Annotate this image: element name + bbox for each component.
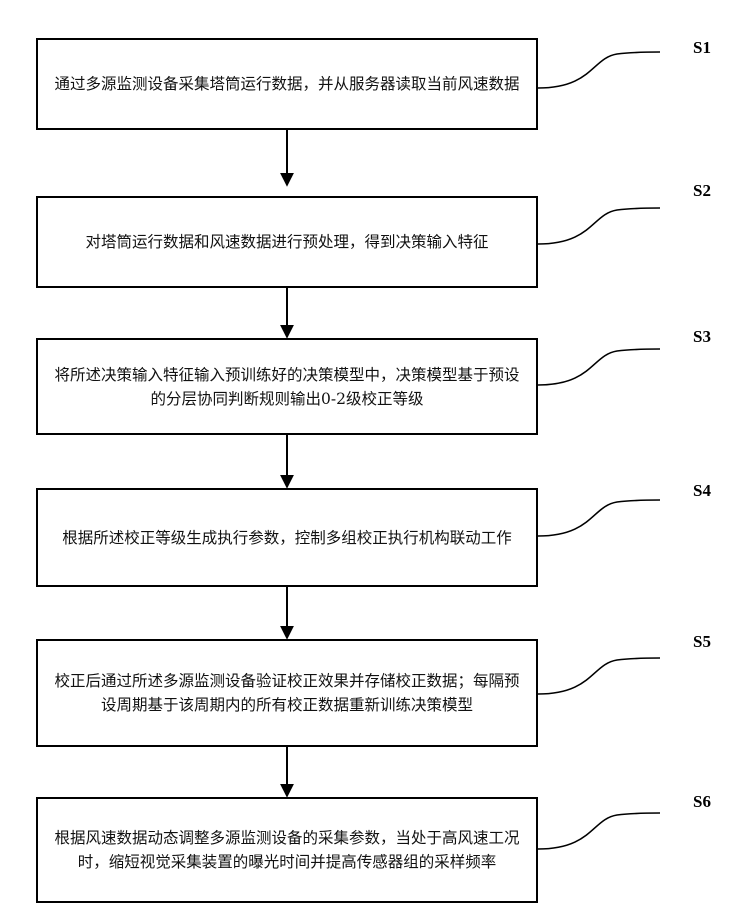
step-text-s1: 通过多源监测设备采集塔筒运行数据，并从服务器读取当前风速数据 xyxy=(54,72,519,96)
leader-line-s2 xyxy=(538,208,660,244)
step-box-s3: 将所述决策输入特征输入预训练好的决策模型中，决策模型基于预设的分层协同判断规则输… xyxy=(36,338,538,435)
step-text-s2: 对塔筒运行数据和风速数据进行预处理，得到决策输入特征 xyxy=(85,230,488,254)
step-text-s4: 根据所述校正等级生成执行参数，控制多组校正执行机构联动工作 xyxy=(62,526,512,550)
step-label-s1: S1 xyxy=(693,38,711,58)
step-box-s4: 根据所述校正等级生成执行参数，控制多组校正执行机构联动工作 xyxy=(36,488,538,587)
step-text-s5: 校正后通过所述多源监测设备验证校正效果并存储校正数据；每隔预设周期基于该周期内的… xyxy=(52,669,522,717)
step-box-s2: 对塔筒运行数据和风速数据进行预处理，得到决策输入特征 xyxy=(36,196,538,288)
step-label-s6: S6 xyxy=(693,792,711,812)
step-box-s6: 根据风速数据动态调整多源监测设备的采集参数，当处于高风速工况时，缩短视觉采集装置… xyxy=(36,797,538,903)
step-label-s2: S2 xyxy=(693,181,711,201)
step-text-s6: 根据风速数据动态调整多源监测设备的采集参数，当处于高风速工况时，缩短视觉采集装置… xyxy=(52,826,522,874)
leader-line-s4 xyxy=(538,500,660,536)
leader-line-s5 xyxy=(538,658,660,694)
leader-line-s3 xyxy=(538,349,660,385)
step-box-s5: 校正后通过所述多源监测设备验证校正效果并存储校正数据；每隔预设周期基于该周期内的… xyxy=(36,639,538,747)
leader-line-s1 xyxy=(538,52,660,88)
leader-line-s6 xyxy=(538,813,660,849)
step-label-s4: S4 xyxy=(693,481,711,501)
step-label-s5: S5 xyxy=(693,632,711,652)
step-label-s3: S3 xyxy=(693,327,711,347)
step-text-s3: 将所述决策输入特征输入预训练好的决策模型中，决策模型基于预设的分层协同判断规则输… xyxy=(52,363,522,411)
step-box-s1: 通过多源监测设备采集塔筒运行数据，并从服务器读取当前风速数据 xyxy=(36,38,538,130)
